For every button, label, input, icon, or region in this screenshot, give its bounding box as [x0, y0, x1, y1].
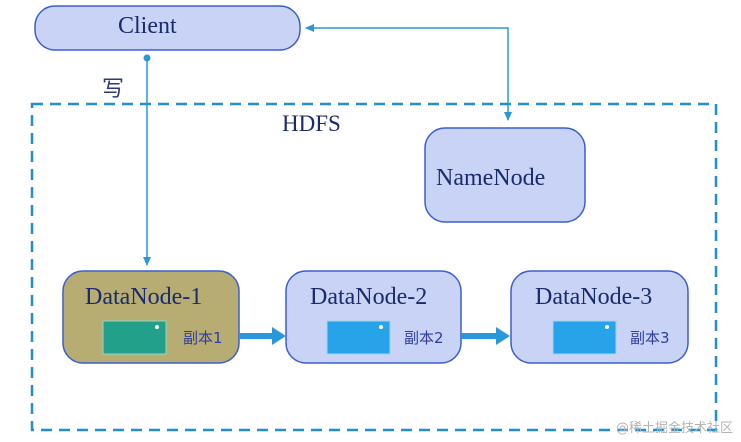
block-1: [102, 320, 167, 355]
namenode-label: NameNode: [436, 165, 546, 191]
write-label: 写: [102, 77, 125, 102]
block-3-dot: [605, 325, 609, 329]
pipeline-arrow-2-3: [461, 327, 510, 345]
namenode-node: [424, 127, 586, 223]
pipeline-arrow-1-2: [239, 327, 286, 345]
hdfs-label: HDFS: [282, 111, 341, 136]
datanode-1-label: DataNode-1: [85, 284, 203, 310]
block-2-dot: [379, 325, 383, 329]
replica-2-label: 副本2: [404, 329, 444, 347]
datanode-2-label: DataNode-2: [310, 284, 428, 310]
watermark: @稀土掘金技术社区: [615, 421, 733, 436]
replica-3-label: 副本3: [630, 329, 670, 347]
replica-1-label: 副本1: [183, 329, 223, 347]
block-1-dot: [155, 325, 159, 329]
datanode-3-label: DataNode-3: [535, 284, 653, 310]
client-label: Client: [118, 13, 177, 39]
hdfs-boundary: [30, 102, 718, 432]
client-node: [34, 5, 301, 51]
client-namenode-arrow: [305, 24, 512, 121]
